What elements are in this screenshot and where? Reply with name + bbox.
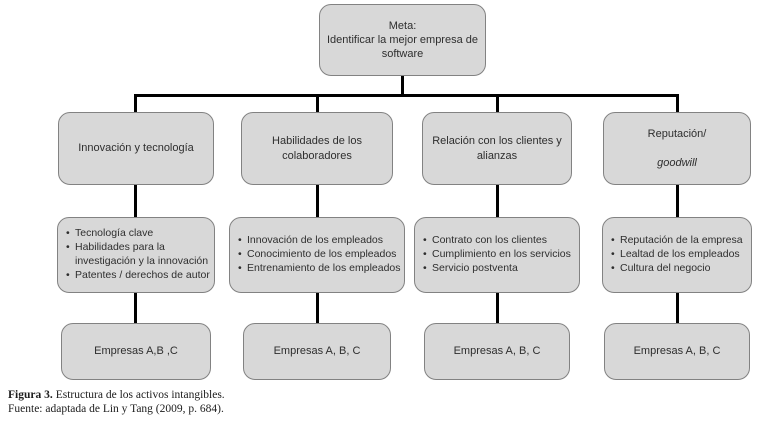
factor-item: Entrenamiento de los empleados [238, 262, 401, 276]
factor-item: Conocimiento de los empleados [238, 248, 401, 262]
criterion-node-reputation: Reputación/ goodwill [603, 112, 751, 185]
companies-node-skills: Empresas A, B, C [243, 323, 391, 380]
factors-node-innovation: Tecnología clave Habilidades para la inv… [57, 217, 215, 293]
caption-line-source: Fuente: adaptada de Lin y Tang (2009, p.… [8, 403, 224, 416]
factor-item: Patentes / derechos de autor [66, 269, 211, 283]
factors-node-skills: Innovación de los empleados Conocimiento… [229, 217, 405, 293]
connector-low-col1 [134, 292, 137, 324]
factors-node-reputation: Reputación de la empresa Lealtad de los … [602, 217, 752, 293]
factors-node-client-relations: Contrato con los clientes Cumplimiento e… [414, 217, 580, 293]
connector-low-col2 [316, 292, 319, 324]
factor-list: Innovación de los empleados Conocimiento… [238, 234, 401, 276]
connector-mid-col1 [134, 184, 137, 218]
companies-node-reputation: Empresas A, B, C [604, 323, 750, 380]
connector-drop-col3 [496, 94, 499, 113]
factor-list: Tecnología clave Habilidades para la inv… [66, 227, 211, 282]
factor-list: Reputación de la empresa Lealtad de los … [611, 234, 743, 276]
connector-mid-col4 [676, 184, 679, 218]
connector-low-col3 [496, 292, 499, 324]
criterion-reputation-label: Reputación/ [647, 128, 707, 141]
companies-node-client-relations: Empresas A, B, C [424, 323, 570, 380]
connector-drop-col1 [134, 94, 137, 113]
factor-item: Contrato con los clientes [423, 234, 571, 248]
factor-item: Servicio postventa [423, 262, 571, 276]
connector-low-col4 [676, 292, 679, 324]
factor-item: Innovación de los empleados [238, 234, 401, 248]
factor-item: Reputación de la empresa [611, 234, 743, 248]
factor-item: Cultura del negocio [611, 262, 743, 276]
caption-line-title: Figura 3.Estructura de los activos intan… [8, 388, 225, 402]
connector-mid-col2 [316, 184, 319, 218]
goal-node: Meta: Identificar la mejor empresa de so… [319, 4, 486, 76]
factor-item: Lealtad de los empleados [611, 248, 743, 262]
figure-number-label: Figura 3. [8, 389, 53, 401]
connector-drop-col2 [316, 94, 319, 113]
criterion-node-skills: Habilidades de los colaboradores [241, 112, 393, 185]
criterion-node-client-relations: Relación con los clientes y alianzas [422, 112, 572, 185]
criterion-node-innovation: Innovación y tecnología [58, 112, 214, 185]
factor-item: Tecnología clave [66, 227, 211, 241]
factor-item: Cumplimiento en los servicios [423, 248, 571, 262]
connector-root-stem [401, 74, 404, 96]
factor-item: Habilidades para la investigación y la i… [66, 241, 211, 269]
companies-node-innovation: Empresas A,B ,C [61, 323, 211, 380]
criterion-goodwill-label: goodwill [657, 156, 697, 169]
connector-horizontal-bar [134, 94, 679, 97]
figure-title-text: Estructura de los activos intangibles. [55, 389, 225, 401]
factor-list: Contrato con los clientes Cumplimiento e… [423, 234, 571, 276]
connector-mid-col3 [496, 184, 499, 218]
figure-caption: Figura 3.Estructura de los activos intan… [8, 388, 225, 416]
connector-drop-col4 [676, 94, 679, 113]
